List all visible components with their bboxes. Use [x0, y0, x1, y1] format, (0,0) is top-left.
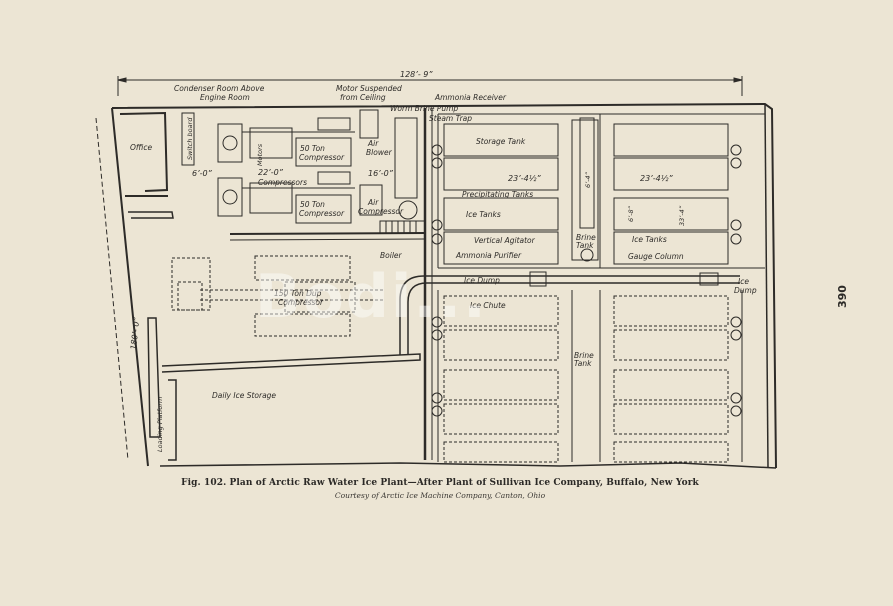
engine-room-label: Engine Room [200, 93, 250, 102]
storage-tank [443, 123, 559, 157]
dim-23-right: 23’-4½” [640, 174, 673, 183]
precipitating-tanks-label: Precipitating Tanks [462, 190, 533, 199]
air-compressor-label-a: Air [367, 198, 379, 207]
dim-6-right: 6’-8” [627, 205, 635, 222]
watermark: Bodi... [255, 262, 488, 332]
dim-23-left: 23’-4½” [508, 174, 541, 183]
ice-dump-label-a: Ice [738, 277, 749, 286]
brine-tank-label-b: Tank [576, 241, 594, 250]
ammonia-purifier-label: Ammonia Purifier [455, 251, 522, 260]
compressor-1-label-b: Compressor [299, 153, 345, 162]
dim-6-0: 6’-0” [192, 169, 213, 178]
compressors-label: Compressors [258, 178, 307, 187]
ammonia-receiver-label: Ammonia Receiver [434, 93, 507, 102]
ice-dump-label-b: Dump [734, 286, 757, 295]
dim-6-mid: 6’-4” [584, 171, 592, 188]
switch-board-label: Switch board [186, 117, 194, 160]
condenser-room-label: Condenser Room Above [174, 84, 265, 93]
figure-caption: Fig. 102. Plan of Arctic Raw Water Ice P… [181, 478, 699, 488]
brine-tank-label-a: Brine [576, 233, 596, 242]
air-compressor-label-b: Compressor [358, 207, 404, 216]
gauge-column-label: Gauge Column [628, 252, 684, 261]
worm-brine-pump-label: Worm Brine Pump [390, 104, 458, 113]
ice-chute-label: Ice Chute [470, 301, 506, 310]
air-blower-label-a: Air [367, 139, 379, 148]
vertical-agitator-label: Vertical Agitator [474, 236, 536, 245]
storage-tank-label: Storage Tank [476, 137, 526, 146]
figure-credit: Courtesy of Arctic Ice Machine Company, … [334, 491, 546, 500]
compressor-2-label-a: 50 Ton [300, 200, 325, 209]
air-blower-label-b: Blower [366, 148, 393, 157]
daily-ice-storage-label: Daily Ice Storage [212, 391, 276, 400]
motor-suspended-label: Motor Suspended [336, 84, 402, 93]
building-outline [111, 102, 777, 469]
dim-33: 33’-4” [678, 205, 686, 226]
office-label: Office [130, 143, 153, 152]
ice-tanks-right-label: Ice Tanks [632, 235, 667, 244]
compressor-2-label-b: Compressor [299, 209, 345, 218]
dim-16-0: 16’-0” [368, 169, 394, 178]
from-ceiling-label: from Ceiling [340, 93, 386, 102]
loading-platform-label: Loading Platform [156, 397, 164, 452]
ice-dump-main-label: Ice Dump [464, 276, 500, 285]
compressor-1-label-a: 50 Ton [300, 144, 325, 153]
ice-tanks-left-label: Ice Tanks [466, 210, 501, 219]
brine-tank-lower-label-a: Brine [574, 351, 594, 360]
motors-label: Motors [256, 143, 264, 166]
brine-tank-lower-label-b: Tank [574, 359, 592, 368]
overall-width-label: 128’- 9” [400, 70, 433, 79]
future-compressor-label-a: 150 Ton Dup [274, 289, 322, 298]
dim-22-0: 22’-0” [258, 168, 284, 177]
page-number: 390 [836, 285, 849, 308]
boiler-label: Boiler [380, 251, 403, 260]
future-compressor-label-b: Compressor [278, 298, 324, 307]
steam-trap-label: Steam Trap [429, 114, 472, 123]
overall-depth-label: 180’- 0” [129, 316, 141, 350]
